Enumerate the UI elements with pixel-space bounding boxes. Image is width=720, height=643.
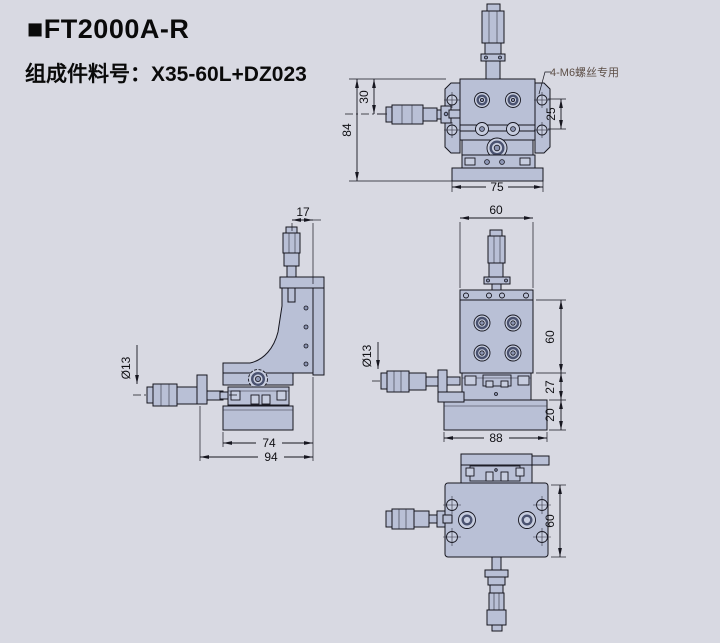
dim-17: 17: [296, 205, 310, 219]
plan-horizontal-micrometer: [385, 508, 453, 530]
front-dimensions: 84 30 75 25 4-M6螺丝专用: [340, 65, 619, 194]
front-vertical-micrometer: [480, 3, 506, 80]
elevation-vertical-micrometer: [483, 229, 511, 291]
view-front: 84 30 75 25 4-M6螺丝专用: [340, 3, 619, 194]
dim-60-top: 60: [489, 203, 503, 217]
dim-dia13-elevation: Ø13: [360, 344, 374, 367]
dim-60-right: 60: [543, 330, 557, 344]
dim-75: 75: [490, 180, 504, 194]
dim-88: 88: [489, 431, 503, 445]
side-horizontal-micrometer: [133, 374, 240, 407]
dim-60-plan: 60: [543, 514, 557, 528]
view-side: 17 Ø13 74 94: [119, 205, 325, 464]
front-stage-body: [444, 78, 551, 182]
plan-vertical-micrometer: [484, 556, 509, 632]
side-dimensions: 17 Ø13 74 94: [119, 205, 321, 464]
side-vertical-micrometer: [279, 226, 325, 303]
front-crosshair-holes: [444, 92, 550, 138]
dim-20: 20: [543, 408, 557, 422]
elevation-stage-body: [443, 289, 548, 431]
dim-74: 74: [262, 436, 276, 450]
view-elevation: 60 Ø13 60 27 20 88: [360, 203, 566, 445]
dim-94: 94: [264, 450, 278, 464]
elevation-horizontal-micrometer: [372, 369, 465, 403]
dim-30: 30: [357, 90, 371, 104]
dim-27: 27: [543, 380, 557, 394]
dim-84: 84: [340, 123, 354, 137]
note-4-m6: 4-M6螺丝专用: [550, 65, 619, 79]
plan-carriage: [460, 453, 550, 484]
dim-25: 25: [544, 107, 558, 121]
plan-dimensions: 60: [543, 484, 566, 558]
part-number: 组成件料号：X35-60L+DZ023: [25, 63, 307, 86]
front-horizontal-micrometer: [345, 104, 461, 125]
dim-dia13-side: Ø13: [119, 356, 133, 379]
product-title: ■FT2000A-R: [27, 14, 190, 44]
plan-main-plate: [443, 482, 551, 558]
view-plan: 60: [385, 453, 566, 632]
elevation-dimensions: 60 Ø13 60 27 20 88: [360, 203, 566, 445]
side-stage-body: [222, 285, 325, 431]
